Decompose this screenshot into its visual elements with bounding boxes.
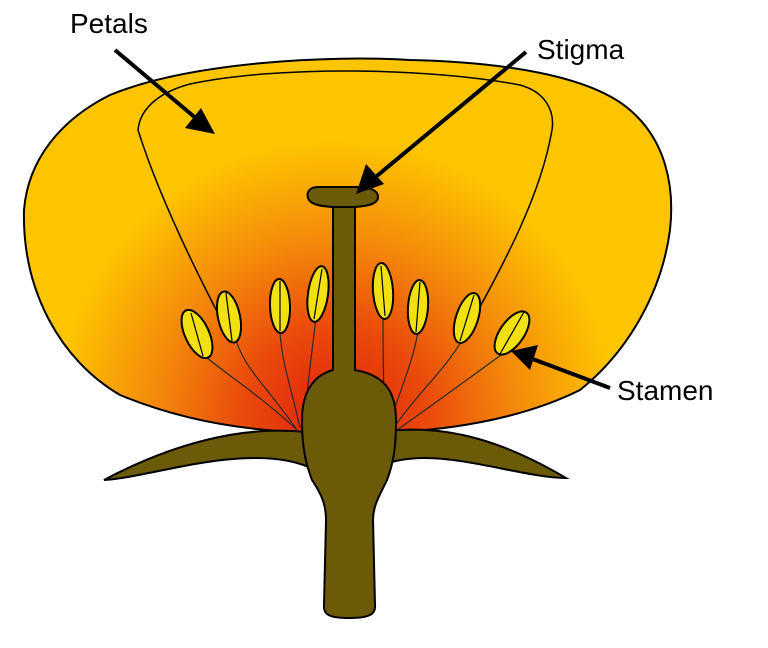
stamen-label: Stamen [617, 375, 714, 406]
petals-label: Petals [70, 8, 148, 39]
petals-arrow-shaft [113, 48, 200, 122]
left-sepal [103, 429, 317, 481]
stigma-shape [306, 186, 380, 208]
pistil-and-stem [300, 206, 398, 620]
stamen-arrow-shaft [529, 356, 611, 390]
stigma-arrowhead [356, 164, 384, 194]
stigma-arrow-shaft [370, 50, 528, 182]
right-sepal [368, 428, 570, 480]
petals-arrowhead [185, 108, 215, 134]
anther-slits [190, 265, 525, 357]
stigma-label: Stigma [537, 34, 625, 65]
arrows [113, 48, 611, 390]
stamen-arrowhead [511, 345, 538, 370]
inner-petal-outline [137, 70, 554, 341]
